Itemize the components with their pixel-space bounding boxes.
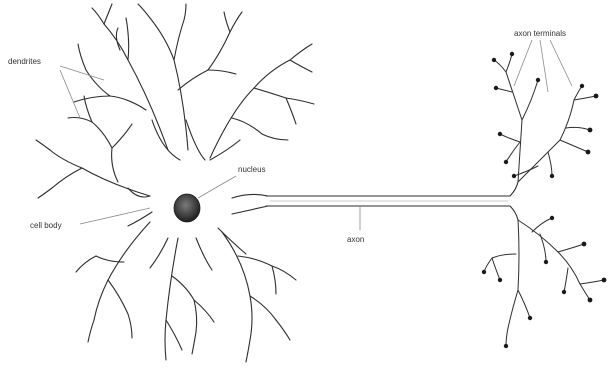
dendrites-leader-2 xyxy=(60,70,80,118)
dendrites-leader xyxy=(60,66,104,80)
axon-terminals-leader-3 xyxy=(550,40,572,86)
cell-body-outline xyxy=(128,120,268,270)
terminal-bulbs xyxy=(482,52,607,348)
axon-terminals-leader-2 xyxy=(540,40,548,92)
dendrite-tree xyxy=(36,4,314,362)
nucleus-label: nucleus xyxy=(238,165,266,174)
cell-body-leader xyxy=(80,208,150,224)
axon-terminals-label: axon terminals xyxy=(514,29,566,38)
nucleus-shape xyxy=(174,194,200,222)
axon-terminals-leader xyxy=(514,40,532,86)
axon-terminal-tree xyxy=(484,54,604,346)
nucleus-leader xyxy=(198,176,236,198)
dendrites-label: dendrites xyxy=(8,57,41,66)
leader-lines xyxy=(60,40,572,230)
axon-shape xyxy=(266,182,518,220)
axon-label: axon xyxy=(347,235,364,244)
cell-body-label: cell body xyxy=(30,221,62,230)
